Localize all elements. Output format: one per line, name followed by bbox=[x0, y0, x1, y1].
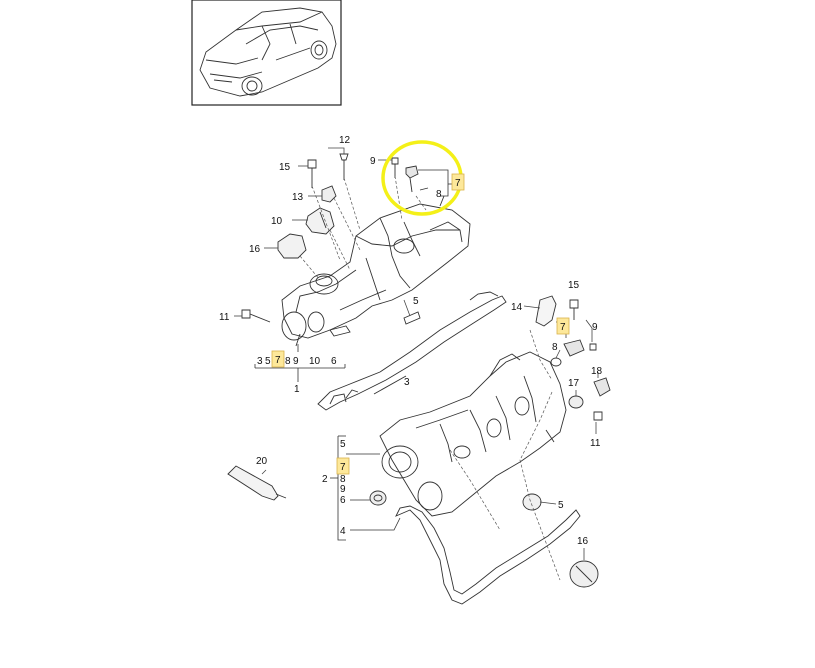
group1-item-3[interactable]: 3 bbox=[257, 356, 263, 367]
group1-item-5[interactable]: 5 bbox=[265, 356, 271, 367]
callout-7-upper[interactable]: 7 bbox=[455, 178, 461, 189]
callout-labels: 15 12 9 13 10 16 11 8 5 14 15 9 8 18 17 … bbox=[219, 135, 603, 547]
group1-item-8[interactable]: 8 bbox=[285, 356, 291, 367]
group2-item-7[interactable]: 7 bbox=[340, 462, 346, 473]
group2-item-6[interactable]: 6 bbox=[340, 495, 346, 506]
group2-item-9[interactable]: 9 bbox=[340, 484, 346, 495]
upper-small-parts bbox=[241, 153, 429, 337]
group2-item-4[interactable]: 4 bbox=[340, 526, 346, 537]
group2-item-8[interactable]: 8 bbox=[340, 474, 346, 485]
callout-1[interactable]: 1 bbox=[294, 384, 300, 395]
callout-20[interactable]: 20 bbox=[256, 456, 268, 467]
group1-item-7[interactable]: 7 bbox=[275, 355, 281, 366]
callout-15-right[interactable]: 15 bbox=[568, 280, 580, 291]
callout-14[interactable]: 14 bbox=[511, 302, 523, 313]
callout-10[interactable]: 10 bbox=[271, 216, 283, 227]
callout-5-upper[interactable]: 5 bbox=[413, 296, 419, 307]
callout-16-lower[interactable]: 16 bbox=[577, 536, 589, 547]
callout-13[interactable]: 13 bbox=[292, 192, 304, 203]
callout-8-upper[interactable]: 8 bbox=[436, 189, 442, 200]
callout-16-upper[interactable]: 16 bbox=[249, 244, 261, 255]
callout-3[interactable]: 3 bbox=[404, 377, 410, 388]
callout-18[interactable]: 18 bbox=[591, 366, 603, 377]
group1-item-6[interactable]: 6 bbox=[331, 356, 337, 367]
valve-cover-lower bbox=[379, 351, 567, 517]
group1-item-10[interactable]: 10 bbox=[309, 356, 321, 367]
callout-11-upper[interactable]: 11 bbox=[219, 312, 230, 323]
callout-8-right[interactable]: 8 bbox=[552, 342, 558, 353]
callout-7-right[interactable]: 7 bbox=[560, 322, 566, 333]
vehicle-thumbnail bbox=[191, 0, 342, 106]
group2-item-5[interactable]: 5 bbox=[340, 439, 346, 450]
callout-12[interactable]: 12 bbox=[339, 135, 351, 146]
lower-leader-lines bbox=[449, 329, 561, 581]
upper-cover-assembly bbox=[281, 195, 471, 347]
callout-9-right[interactable]: 9 bbox=[592, 322, 598, 333]
gasket-upper bbox=[317, 291, 507, 411]
highlighted-callouts: 7 7 7 7 bbox=[271, 173, 570, 475]
group1-item-9[interactable]: 9 bbox=[293, 356, 299, 367]
callout-9-upper[interactable]: 9 bbox=[370, 156, 376, 167]
group-bracket-1 bbox=[254, 344, 346, 382]
lower-small-parts bbox=[227, 295, 611, 588]
group-bracket-upper-7 bbox=[418, 169, 452, 197]
callout-11-right[interactable]: 11 bbox=[590, 438, 601, 449]
gasket-lower bbox=[395, 505, 581, 605]
callout-2[interactable]: 2 bbox=[322, 474, 328, 485]
callout-5-lower[interactable]: 5 bbox=[558, 500, 564, 511]
callout-17[interactable]: 17 bbox=[568, 378, 580, 389]
callout-15-upper[interactable]: 15 bbox=[279, 162, 291, 173]
upper-leader-lines bbox=[299, 175, 427, 281]
